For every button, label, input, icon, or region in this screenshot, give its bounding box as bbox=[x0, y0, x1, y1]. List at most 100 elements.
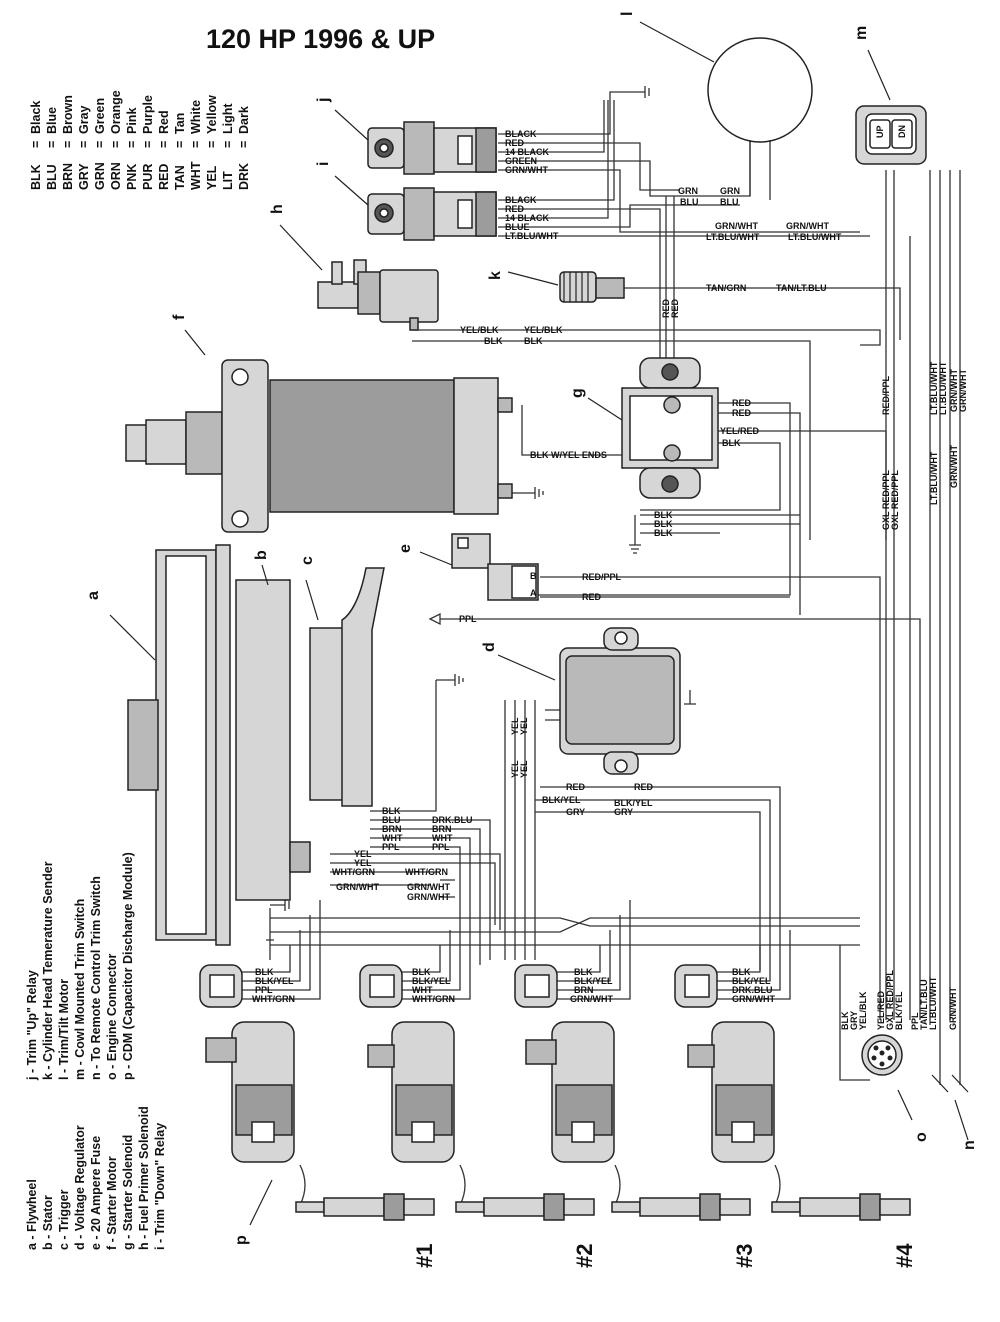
wire-label: LT.BLU/WHT bbox=[929, 451, 939, 505]
color-key-eq-8: = bbox=[141, 141, 155, 148]
color-key-abbr-4: GRY bbox=[77, 163, 91, 190]
legend-item-n: n - To Remote Control Trim Switch bbox=[89, 876, 103, 1080]
color-key-eq-11: = bbox=[189, 141, 203, 148]
wire-label: WHT bbox=[412, 985, 433, 995]
color-key-name-10: Tan bbox=[173, 113, 187, 134]
color-key-eq-10: = bbox=[173, 141, 187, 148]
wire-label: RED bbox=[582, 592, 602, 602]
trim-switch-down: DN bbox=[897, 125, 907, 138]
wire-label: BLK/YEL bbox=[732, 976, 771, 986]
color-key-eq-3: = bbox=[61, 141, 75, 148]
cdm-connector-4 bbox=[674, 964, 718, 1008]
color-key-name-9: Red bbox=[157, 110, 171, 134]
callout-g: g bbox=[569, 388, 586, 398]
wire-label: GXL RED/PPL bbox=[885, 970, 895, 1030]
color-key-eq-1: = bbox=[29, 141, 43, 148]
wire-label: WHT bbox=[432, 833, 453, 843]
wire-label: BLK bbox=[382, 806, 401, 816]
color-key-abbr-6: ORN bbox=[109, 162, 123, 190]
wire-label: WHT/GRN bbox=[405, 867, 448, 877]
wire-label: GRN bbox=[678, 186, 698, 196]
cdm-connector-1 bbox=[199, 964, 243, 1008]
wire-label: RED bbox=[661, 298, 671, 318]
temperature-sender bbox=[559, 271, 625, 303]
color-key-name-11: White bbox=[189, 100, 203, 134]
wire-label: BLK bbox=[574, 967, 593, 977]
color-key-name-4: Gray bbox=[77, 105, 91, 134]
fuse-terminal-b: B bbox=[530, 571, 537, 581]
callout-p: p bbox=[233, 1235, 250, 1245]
trim-up-relay bbox=[367, 121, 497, 175]
wire-label: BLK/YEL bbox=[255, 976, 294, 986]
spark-plug-3 bbox=[611, 1193, 751, 1221]
parts-legend: a - Flywheel b - Stator c - Trigger d - … bbox=[25, 852, 167, 1250]
color-key-abbr-7: PNK bbox=[125, 164, 139, 190]
wire-labels: BLACK RED 14 BLACK GREEN GRN/WHT BLACK R… bbox=[252, 129, 968, 1030]
wire-label: GRN/WHT bbox=[715, 221, 758, 231]
legend-item-g: g - Starter Solenoid bbox=[121, 1135, 135, 1250]
color-key-abbr-2: BLU bbox=[45, 164, 59, 190]
wire-label: GRN/WHT bbox=[958, 369, 968, 412]
cdm-connector-3 bbox=[514, 964, 558, 1008]
legend-item-f: f - Starter Motor bbox=[105, 1156, 119, 1250]
cylinder-label-4: #4 bbox=[892, 1243, 917, 1268]
wire-label: BLK bbox=[524, 336, 543, 346]
wire-label: GRY bbox=[614, 807, 633, 817]
legend-item-l: l - Trim/Tilt Motor bbox=[57, 979, 71, 1080]
cdm-module-4 bbox=[687, 1021, 775, 1163]
color-key-name-12: Yellow bbox=[205, 95, 219, 134]
wire-label: GRN/WHT bbox=[505, 165, 548, 175]
wire-label: LT.BLU/WHT bbox=[505, 231, 559, 241]
legend-item-k: k - Cylinder Head Temerature Sender bbox=[41, 861, 55, 1080]
color-key-name-7: Pink bbox=[125, 108, 139, 134]
callout-b: b bbox=[253, 550, 270, 560]
wire-label: GRN/WHT bbox=[786, 221, 829, 231]
wire-label: WHT/GRN bbox=[252, 994, 295, 1004]
diagram-title: 120 HP 1996 & UP bbox=[206, 24, 435, 54]
wire-label: YEL/BLK bbox=[858, 991, 868, 1030]
cylinder-label-3: #3 bbox=[732, 1244, 757, 1268]
stator bbox=[235, 579, 311, 901]
wire-label: TAN/LT.BLU bbox=[776, 283, 827, 293]
callout-k: k bbox=[487, 271, 504, 280]
cylinder-label-2: #2 bbox=[572, 1244, 597, 1268]
wire-label: WHT/GRN bbox=[332, 867, 375, 877]
cowl-trim-switch[interactable]: UP DN bbox=[855, 105, 927, 165]
color-key-abbr-12: YEL bbox=[205, 165, 219, 190]
wire-label: BLK/YEL bbox=[412, 976, 451, 986]
wire-label: RED bbox=[505, 138, 525, 148]
legend-item-h: h - Fuel Primer Solenoid bbox=[137, 1106, 151, 1250]
legend-item-o: o - Engine Connector bbox=[105, 953, 119, 1080]
wire-label: GREEN bbox=[505, 156, 537, 166]
color-key-name-5: Green bbox=[93, 98, 107, 134]
wire-label: LT.BLU/WHT bbox=[938, 361, 948, 415]
color-key-eq-5: = bbox=[93, 141, 107, 148]
color-key-abbr-10: TAN bbox=[173, 165, 187, 190]
callout-j: j bbox=[315, 98, 332, 103]
color-key-abbr-8: PUR bbox=[141, 164, 155, 190]
wire-label: LT.BLU/WHT bbox=[928, 976, 938, 1030]
legend-item-d: d - Voltage Regulator bbox=[73, 1125, 87, 1250]
fuel-primer-solenoid bbox=[317, 259, 439, 331]
wire-label: BLK bbox=[840, 1011, 850, 1030]
wire-label: GRN/WHT bbox=[407, 882, 450, 892]
color-key-eq-6: = bbox=[109, 141, 123, 148]
color-key-abbr-11: WHT bbox=[189, 161, 203, 190]
color-key-eq-4: = bbox=[77, 141, 91, 148]
legend-item-a: a - Flywheel bbox=[25, 1179, 39, 1250]
trim-switch-up: UP bbox=[875, 125, 885, 138]
wire-label: DRK.BLU bbox=[732, 985, 773, 995]
color-key-abbr-1: BLK bbox=[29, 164, 43, 190]
callout-d: d bbox=[481, 642, 498, 652]
wire-label: YEL bbox=[519, 760, 529, 778]
spark-plug-1 bbox=[295, 1193, 435, 1221]
color-key-name-1: Black bbox=[29, 101, 43, 134]
wire-label: PPL bbox=[459, 614, 477, 624]
wire-label: YEL/BLK bbox=[460, 325, 499, 335]
wire-label: BLU bbox=[382, 815, 401, 825]
wire-label: GRN/WHT bbox=[732, 994, 775, 1004]
trim-down-relay bbox=[367, 187, 497, 241]
legend-item-b: b - Stator bbox=[41, 1195, 55, 1250]
wire-label: GXL RED/PPL bbox=[890, 470, 900, 530]
